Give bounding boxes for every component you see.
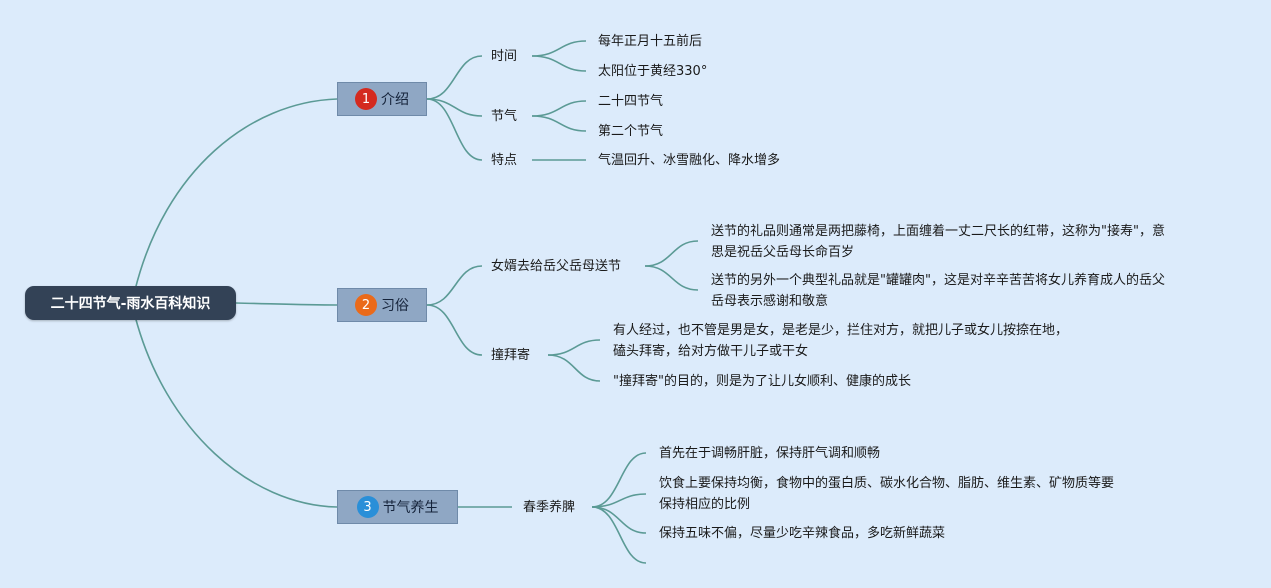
link-root-b2 <box>235 302 338 306</box>
subtopic-solar-term[interactable]: 节气 <box>491 109 518 124</box>
leaf-line: 饮食上要保持均衡，食物中的蛋白质、碳水化合物、脂肪、维生素、矿物质等要 <box>659 476 1115 491</box>
leaf-text[interactable]: 饮食上要保持均衡，食物中的蛋白质、碳水化合物、脂肪、维生素、矿物质等要 保持相应… <box>659 473 1114 515</box>
number-2-icon: 2 <box>355 294 377 316</box>
leaf-text[interactable]: 有人经过，也不管是男是女，是老是少，拦住对方，就把儿子或女儿按捺在地， 磕头拜寄… <box>613 320 1068 362</box>
leaf-line: 送节的另外一个典型礼品就是"罐罐肉"，这是对辛辛苦苦将女儿养育成人的岳父 <box>711 273 1165 288</box>
link-b2c1-i2 <box>644 265 699 291</box>
leaf-line: 送节的礼品则通常是两把藤椅，上面缠着一丈二尺长的红带，这称为"接寿"，意 <box>711 224 1165 239</box>
main-topic-health[interactable]: 3 节气养生 <box>337 490 458 524</box>
main-topic-label: 节气养生 <box>382 500 439 516</box>
subtopic-time[interactable]: 时间 <box>491 49 518 64</box>
leaf-text[interactable]: 二十四节气 <box>598 94 664 109</box>
leaf-text[interactable]: 太阳位于黄经330° <box>598 64 708 79</box>
link-b1c2-i2 <box>531 115 587 132</box>
link-b1-c1 <box>426 55 483 100</box>
leaf-text[interactable]: 送节的另外一个典型礼品就是"罐罐肉"，这是对辛辛苦苦将女儿养育成人的岳父 岳母表… <box>711 270 1165 312</box>
leaf-line: 思是祝岳父岳母长命百岁 <box>711 245 855 260</box>
leaf-text[interactable]: 首先在于调畅肝脏，保持肝气调和顺畅 <box>659 443 880 464</box>
link-b2c2-i2 <box>547 354 601 382</box>
main-topic-label: 习俗 <box>381 298 409 314</box>
main-topic-label: 介绍 <box>381 92 409 108</box>
leaf-line: 磕头拜寄，给对方做干儿子或干女 <box>613 344 809 359</box>
leaf-line: 首先在于调畅肝脏，保持肝气调和顺畅 <box>659 446 881 461</box>
link-b1c1-i1 <box>531 40 587 57</box>
link-b3c1-i1 <box>591 452 647 508</box>
link-b1-c2 <box>426 98 483 117</box>
link-root-b3 <box>134 315 338 508</box>
leaf-line: "撞拜寄"的目的，则是为了让儿女顺利、健康的成长 <box>613 374 911 389</box>
leaf-text[interactable]: 保持五味不偏，尽量少吃辛辣食品，多吃新鲜蔬菜 <box>659 523 945 544</box>
leaf-line: 保持五味不偏，尽量少吃辛辣食品，多吃新鲜蔬菜 <box>659 526 946 541</box>
link-b2-c1 <box>426 265 483 306</box>
subtopic-features[interactable]: 特点 <box>491 153 518 168</box>
subtopic-bump-worship[interactable]: 撞拜寄 <box>491 348 531 363</box>
link-b3c1-i3 <box>591 506 647 534</box>
main-topic-customs[interactable]: 2 习俗 <box>337 288 427 322</box>
link-b3c1-i2 <box>591 493 647 508</box>
link-root-b1 <box>134 98 338 291</box>
link-b2-c2 <box>426 304 483 356</box>
link-b1c2-i1 <box>531 100 587 117</box>
number-1-icon: 1 <box>355 88 377 110</box>
leaf-text[interactable]: "撞拜寄"的目的，则是为了让儿女顺利、健康的成长 <box>613 371 911 392</box>
number-3-icon: 3 <box>356 496 379 518</box>
link-b3c1-i4 <box>591 506 647 564</box>
leaf-line: 岳母表示感谢和敬意 <box>711 294 829 309</box>
leaf-line: 有人经过，也不管是男是女，是老是少，拦住对方，就把儿子或女儿按捺在地， <box>613 323 1069 338</box>
leaf-text[interactable]: 第二个节气 <box>598 124 664 139</box>
leaf-text[interactable]: 每年正月十五前后 <box>598 34 703 49</box>
root-topic[interactable]: 二十四节气-雨水百科知识 <box>25 286 236 320</box>
subtopic-son-in-law[interactable]: 女婿去给岳父岳母送节 <box>491 259 622 274</box>
leaf-line: 保持相应的比例 <box>659 497 751 512</box>
subtopic-spring-spleen[interactable]: 春季养脾 <box>523 500 576 515</box>
link-b1c1-i2 <box>531 55 587 72</box>
link-b1-c3 <box>426 98 483 161</box>
leaf-text[interactable]: 气温回升、冰雪融化、降水增多 <box>598 153 781 168</box>
main-topic-intro[interactable]: 1 介绍 <box>337 82 427 116</box>
link-b2c1-i1 <box>644 240 699 267</box>
link-b2c2-i1 <box>547 339 601 356</box>
leaf-text[interactable]: 送节的礼品则通常是两把藤椅，上面缠着一丈二尺长的红带，这称为"接寿"，意 思是祝… <box>711 221 1165 263</box>
